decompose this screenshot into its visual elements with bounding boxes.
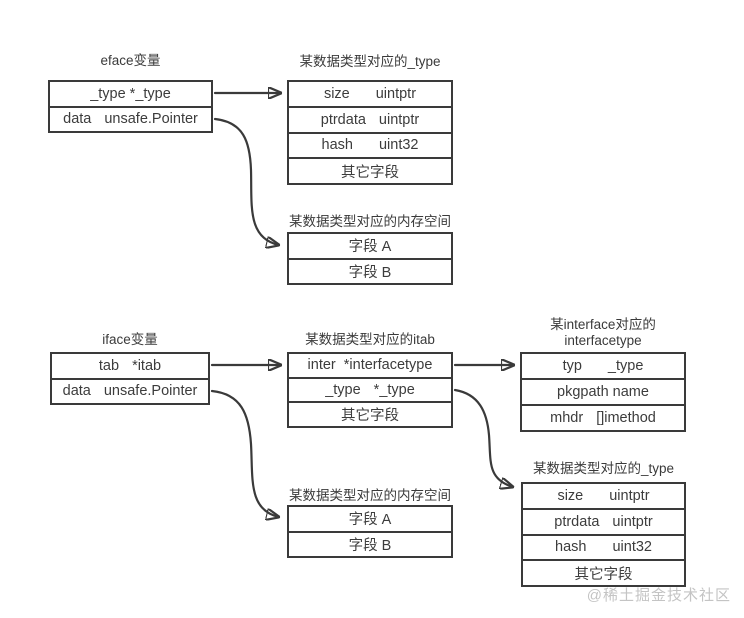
interfacetype-row-mhdr: mhdr []imethod: [522, 404, 684, 430]
iface-row-tab: tab *itab: [52, 354, 208, 378]
mem1-row-a: 字段 A: [289, 234, 451, 258]
field-label: ptrdata: [320, 111, 366, 128]
mem2-box: 字段 A 字段 B: [287, 505, 453, 558]
field-type: *itab: [132, 357, 162, 374]
itab-row-type: _type *_type: [289, 376, 451, 402]
type2-row-size: size uintptr: [523, 484, 684, 508]
field-label: 字段 A: [348, 239, 392, 256]
field-label: 字段 B: [348, 264, 392, 281]
iface-row-data: data unsafe.Pointer: [52, 377, 208, 404]
iface-struct-box: tab *itab data unsafe.Pointer: [50, 352, 210, 405]
mem2-title: 某数据类型对应的内存空间: [289, 488, 451, 503]
eface-row-type: _type *_type: [50, 82, 211, 106]
type1-row-other: 其它字段: [289, 157, 451, 183]
field-type: _type: [607, 358, 644, 374]
interfacetype-title-line2: interfacetype: [564, 333, 642, 348]
interfacetype-title-line1: 某interface对应的: [550, 317, 656, 332]
field-label: data: [62, 383, 91, 400]
field-label: hash: [321, 137, 353, 154]
interfacetype-struct-box: typ _type pkgpath name mhdr []imethod: [520, 352, 686, 432]
interfacetype-row-pkgpath: pkgpath name: [522, 378, 684, 404]
mem1-box: 字段 A 字段 B: [287, 232, 453, 285]
mem2-row-b: 字段 B: [289, 530, 451, 557]
type1-row-ptrdata: ptrdata uintptr: [289, 105, 451, 132]
mem1-row-b: 字段 B: [289, 257, 451, 284]
type2-struct-box: size uintptr ptrdata uintptr hash uint32…: [521, 482, 686, 587]
mem1-title: 某数据类型对应的内存空间: [289, 214, 451, 229]
type1-row-hash: hash uint32: [289, 131, 451, 158]
field-type: unsafe.Pointer: [104, 111, 198, 128]
arrow-eface-data-to-mem1: [213, 117, 279, 245]
field-type: uint32: [378, 137, 419, 154]
type2-row-ptrdata: ptrdata uintptr: [523, 507, 684, 534]
field-label: hash: [555, 539, 587, 556]
interfacetype-title: 某interface对应的 interfacetype: [520, 317, 686, 349]
field-label: 字段 A: [348, 512, 392, 529]
field-label: _type *_type: [90, 85, 171, 102]
field-label: ptrdata: [554, 513, 600, 530]
field-label: 其它字段: [341, 164, 399, 181]
interfacetype-row-typ: typ _type: [522, 354, 684, 378]
type2-title: 某数据类型对应的_type: [532, 461, 675, 476]
eface-title: eface变量: [100, 53, 161, 68]
field-label: pkgpath name: [557, 384, 649, 400]
field-label: tab: [98, 357, 120, 374]
type1-title: 某数据类型对应的_type: [299, 54, 441, 69]
field-label: typ: [562, 358, 582, 374]
type2-row-hash: hash uint32: [523, 533, 684, 560]
eface-struct-box: _type *_type data unsafe.Pointer: [48, 80, 213, 133]
field-label: size: [557, 487, 584, 504]
field-label: 其它字段: [574, 566, 633, 583]
field-label: _type: [325, 382, 361, 398]
itab-row-inter: inter *interfacetype: [289, 354, 451, 377]
type1-row-size: size uintptr: [289, 82, 451, 106]
itab-row-other: 其它字段: [289, 401, 451, 426]
juejin-watermark: @稀土掘金技术社区: [586, 587, 731, 604]
field-type: unsafe.Pointer: [103, 383, 198, 400]
field-type: []imethod: [596, 410, 656, 426]
field-label: data: [63, 111, 92, 128]
field-label: 其它字段: [341, 408, 399, 425]
arrow-itab-type-to-type2: [453, 388, 513, 487]
field-label: inter: [307, 357, 336, 374]
field-type: uintptr: [609, 487, 650, 504]
arrow-iface-data-to-mem2: [210, 389, 279, 517]
field-label: mhdr: [550, 410, 584, 426]
itab-title: 某数据类型对应的itab: [305, 332, 435, 347]
mem2-row-a: 字段 A: [289, 507, 451, 531]
itab-struct-box: inter *interfacetype _type *_type 其它字段: [287, 352, 453, 428]
field-type: *_type: [373, 382, 415, 398]
type1-struct-box: size uintptr ptrdata uintptr hash uint32…: [287, 80, 453, 185]
field-label: size: [323, 85, 350, 102]
type2-row-other: 其它字段: [523, 559, 684, 585]
field-type: uintptr: [612, 513, 653, 530]
eface-row-data: data unsafe.Pointer: [50, 105, 211, 132]
field-type: uint32: [612, 539, 652, 556]
field-label: 字段 B: [348, 537, 392, 554]
field-type: uintptr: [375, 85, 417, 102]
iface-title: iface变量: [102, 332, 158, 347]
field-type: uintptr: [378, 111, 420, 128]
field-type: *interfacetype: [343, 357, 433, 374]
